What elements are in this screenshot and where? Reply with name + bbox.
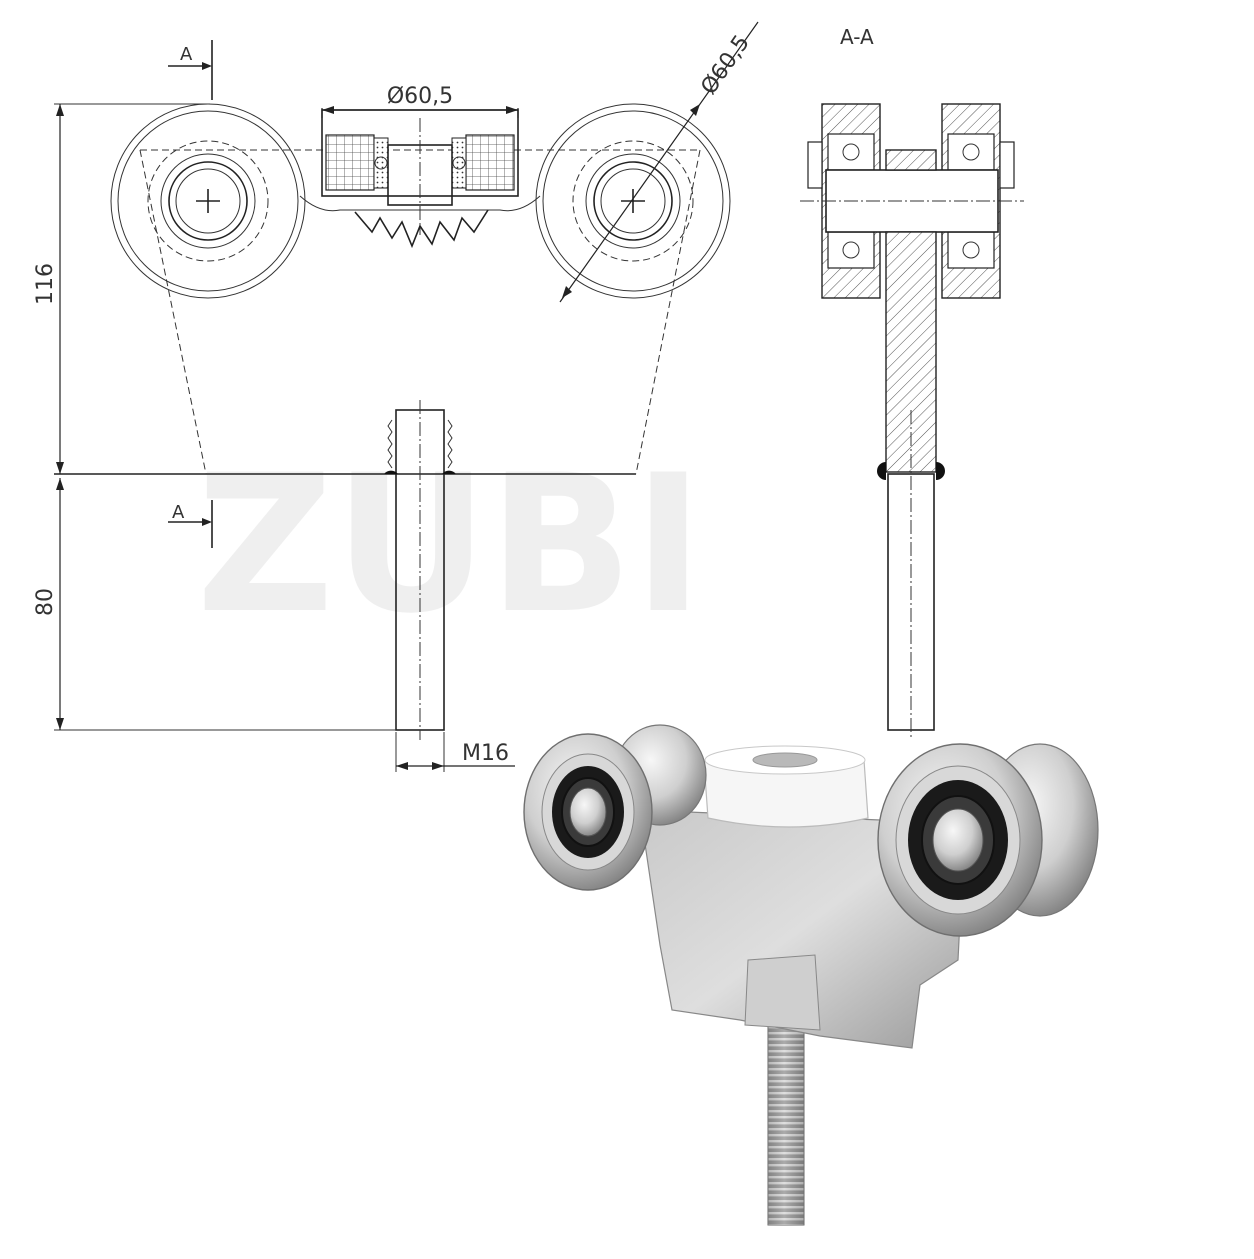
- dim-height-116: 116: [33, 103, 210, 474]
- dim-thread-m16: M16: [395, 732, 515, 772]
- svg-text:Ø60,5: Ø60,5: [387, 84, 453, 109]
- photo-wheel-front-left: [523, 733, 653, 891]
- section-view-a-a: A-A: [800, 25, 1024, 740]
- right-wheel: [535, 103, 731, 299]
- body-outline: [139, 149, 701, 475]
- svg-text:M16: M16: [462, 741, 509, 766]
- front-view: A A Ø60,5 Ø60,5: [33, 21, 759, 772]
- svg-text:Ø60,5: Ø60,5: [696, 31, 755, 100]
- section-title: A-A: [840, 25, 874, 49]
- photo-wheel-front-right: [877, 743, 1043, 937]
- svg-text:ZUBI: ZUBI: [196, 434, 704, 655]
- section-marker-top: A: [168, 40, 213, 100]
- photo-nylon-roller: [703, 745, 869, 828]
- svg-text:80: 80: [33, 588, 58, 616]
- product-photo: [523, 724, 1099, 1226]
- svg-text:A: A: [180, 44, 193, 65]
- watermark: ZUBI: [196, 434, 704, 655]
- bolt-front: [384, 400, 456, 740]
- left-wheel: [110, 103, 306, 299]
- guide-roller-section: [321, 109, 519, 249]
- dim-wheel-diameter-diag: Ø60,5: [559, 21, 759, 303]
- svg-text:116: 116: [33, 263, 58, 305]
- dim-height-80: 80: [33, 478, 396, 731]
- svg-text:A: A: [172, 502, 185, 523]
- dim-wheel-diameter-top: Ø60,5: [321, 84, 519, 118]
- section-marker-bottom: A: [168, 500, 213, 548]
